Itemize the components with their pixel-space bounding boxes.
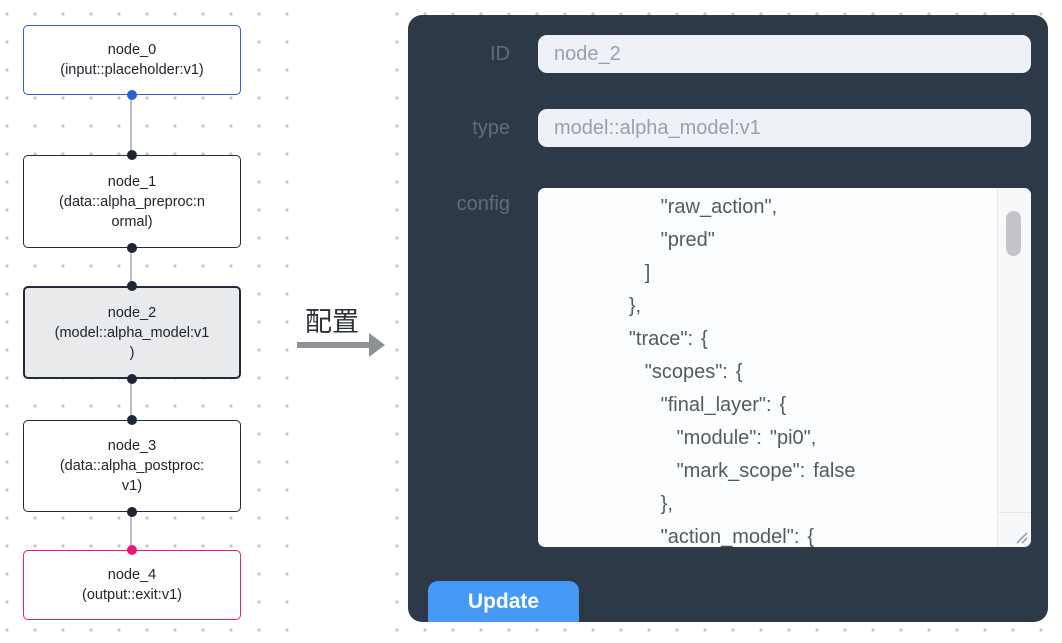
update-button[interactable]: Update (428, 581, 579, 622)
edge-node0-node1 (130, 95, 132, 155)
handle-node_1-target[interactable] (127, 150, 137, 160)
node-node_0[interactable]: node_0 (input::placeholder:v1) (23, 25, 241, 95)
transition-annotation: 配置 (290, 0, 390, 643)
edge-node3-node4 (130, 512, 132, 550)
config-scrollbar[interactable] (997, 188, 1031, 513)
transition-label: 配置 (305, 307, 359, 337)
type-field-label: type (472, 117, 510, 139)
config-resize-corner[interactable] (997, 512, 1031, 547)
handle-node_1-source[interactable] (127, 243, 137, 253)
handle-node_0-source[interactable] (127, 90, 137, 100)
config-panel: ID type config "raw_action", "pred" ] },… (408, 15, 1048, 622)
resize-handle-icon (1016, 532, 1028, 544)
node-node_1-label: node_1 (data::alpha_preproc:n ormal) (59, 173, 205, 230)
node-node_4-label: node_4 (output::exit:v1) (82, 567, 182, 603)
node-node_1[interactable]: node_1 (data::alpha_preproc:n ormal) (23, 155, 241, 248)
config-scrollbar-thumb[interactable] (1006, 211, 1021, 256)
handle-node_3-source[interactable] (127, 507, 137, 517)
type-input[interactable] (538, 109, 1031, 147)
node-node_4[interactable]: node_4 (output::exit:v1) (23, 550, 241, 620)
handle-node_2-source[interactable] (127, 374, 137, 384)
config-textarea[interactable]: "raw_action", "pred" ] }, "trace": { "sc… (538, 188, 1031, 547)
id-field-label: ID (490, 43, 510, 65)
node-node_3-label: node_3 (data::alpha_postproc: v1) (59, 438, 205, 494)
node-node_2-selected[interactable]: node_2 (model::alpha_model:v1 ) (23, 286, 241, 379)
node-node_2-label: node_2 (model::alpha_model:v1 ) (54, 304, 210, 361)
node-node_3[interactable]: node_3 (data::alpha_postproc: v1) (23, 420, 241, 512)
arrow-right-icon (297, 333, 387, 357)
id-input[interactable] (538, 35, 1031, 73)
handle-node_4-target[interactable] (127, 545, 137, 555)
edge-node2-node3 (130, 379, 132, 420)
config-json-text: "raw_action", "pred" ] }, "trace": { "sc… (628, 196, 856, 547)
node-node_0-label: node_0 (input::placeholder:v1) (60, 42, 204, 78)
handle-node_3-target[interactable] (127, 415, 137, 425)
config-field-label: config (456, 193, 510, 215)
edge-node1-node2 (130, 248, 132, 286)
handle-node_2-target[interactable] (127, 281, 137, 291)
flow-canvas: node_0 (input::placeholder:v1) node_1 (d… (0, 0, 290, 643)
